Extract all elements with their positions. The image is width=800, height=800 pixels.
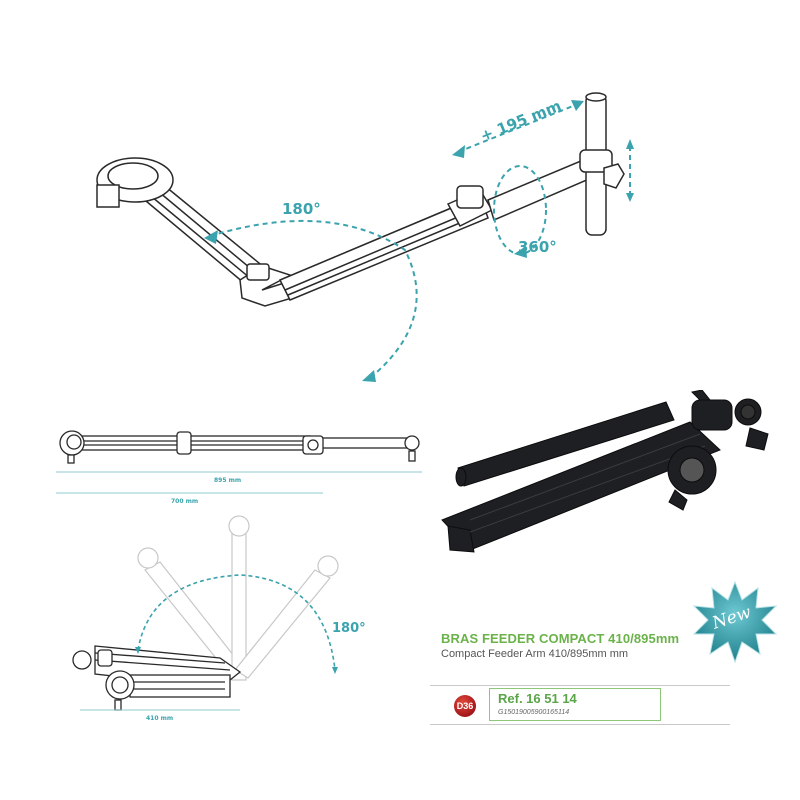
rotation-360-label: 360° <box>518 238 557 256</box>
product-subtitle: Compact Feeder Arm 410/895mm mm <box>441 648 629 660</box>
fold-180-label: 180° <box>332 621 366 636</box>
feeder-arm-illustration <box>96 92 634 382</box>
folded-length-dimension: 410 mm <box>146 715 174 722</box>
extended-arm-illustration <box>56 430 422 494</box>
product-photo <box>430 390 790 560</box>
reference-row: D36 Ref. 16 51 14 G15019005900165114 <box>430 685 730 725</box>
reference-box: Ref. 16 51 14 G15019005900165114 <box>489 688 661 721</box>
barcode-number: G15019005900165114 <box>498 709 570 716</box>
new-badge: New <box>690 578 780 668</box>
inner-length-dimension: 700 mm <box>171 498 199 505</box>
product-title: BRAS FEEDER COMPACT 410/895mm <box>441 631 680 646</box>
catalog-page-badge: D36 <box>454 695 476 717</box>
fold-diagram: 180° 410 mm <box>60 510 380 730</box>
product-reference: Ref. 16 51 14 <box>498 691 577 706</box>
main-arm-diagram: + 195 mm 360° 180° <box>96 92 634 382</box>
folding-arm-illustration <box>72 515 339 711</box>
feeder-arm-product-image <box>441 390 769 553</box>
full-length-dimension: 895 mm <box>214 477 242 484</box>
extended-side-view: 895 mm 700 mm <box>40 420 440 520</box>
starburst-icon <box>692 580 778 664</box>
fold-180-label: 180° <box>282 200 321 218</box>
